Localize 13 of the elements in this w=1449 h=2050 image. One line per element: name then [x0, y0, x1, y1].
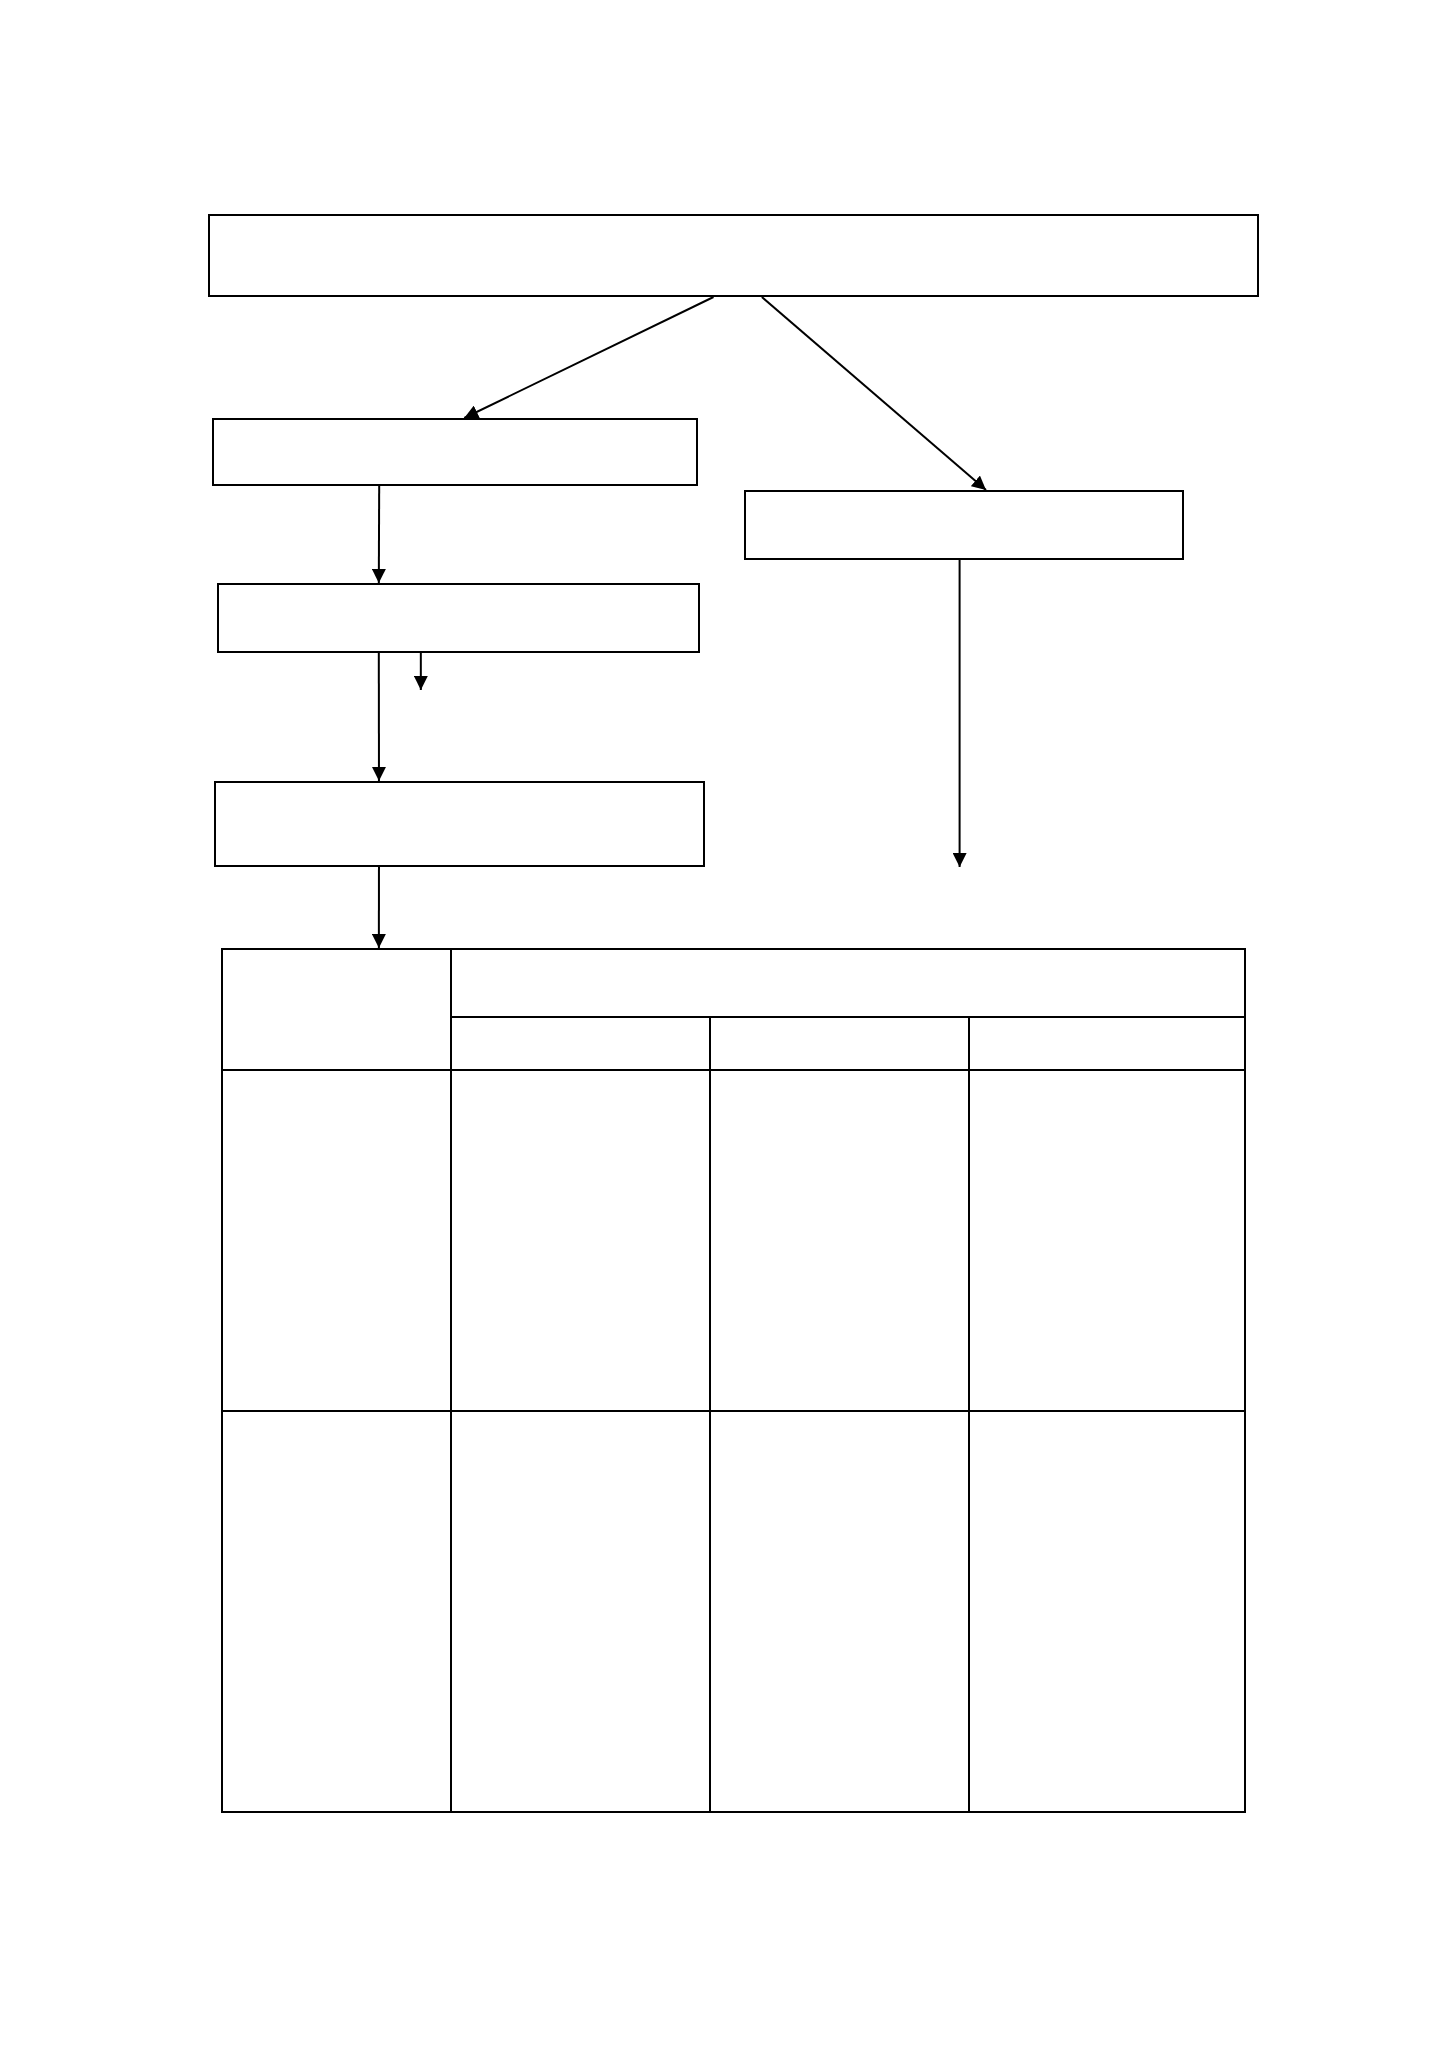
process-box	[217, 583, 700, 653]
process-box	[208, 214, 1259, 297]
arrow	[463, 296, 715, 419]
arrow	[371, 652, 386, 782]
arrow	[413, 652, 428, 691]
arrow	[760, 296, 987, 491]
table-grid	[221, 948, 1246, 1813]
arrow	[952, 559, 967, 868]
process-box	[212, 418, 698, 486]
process-box	[214, 781, 705, 867]
process-box	[744, 490, 1184, 560]
arrow	[371, 866, 386, 949]
arrow	[371, 485, 386, 584]
